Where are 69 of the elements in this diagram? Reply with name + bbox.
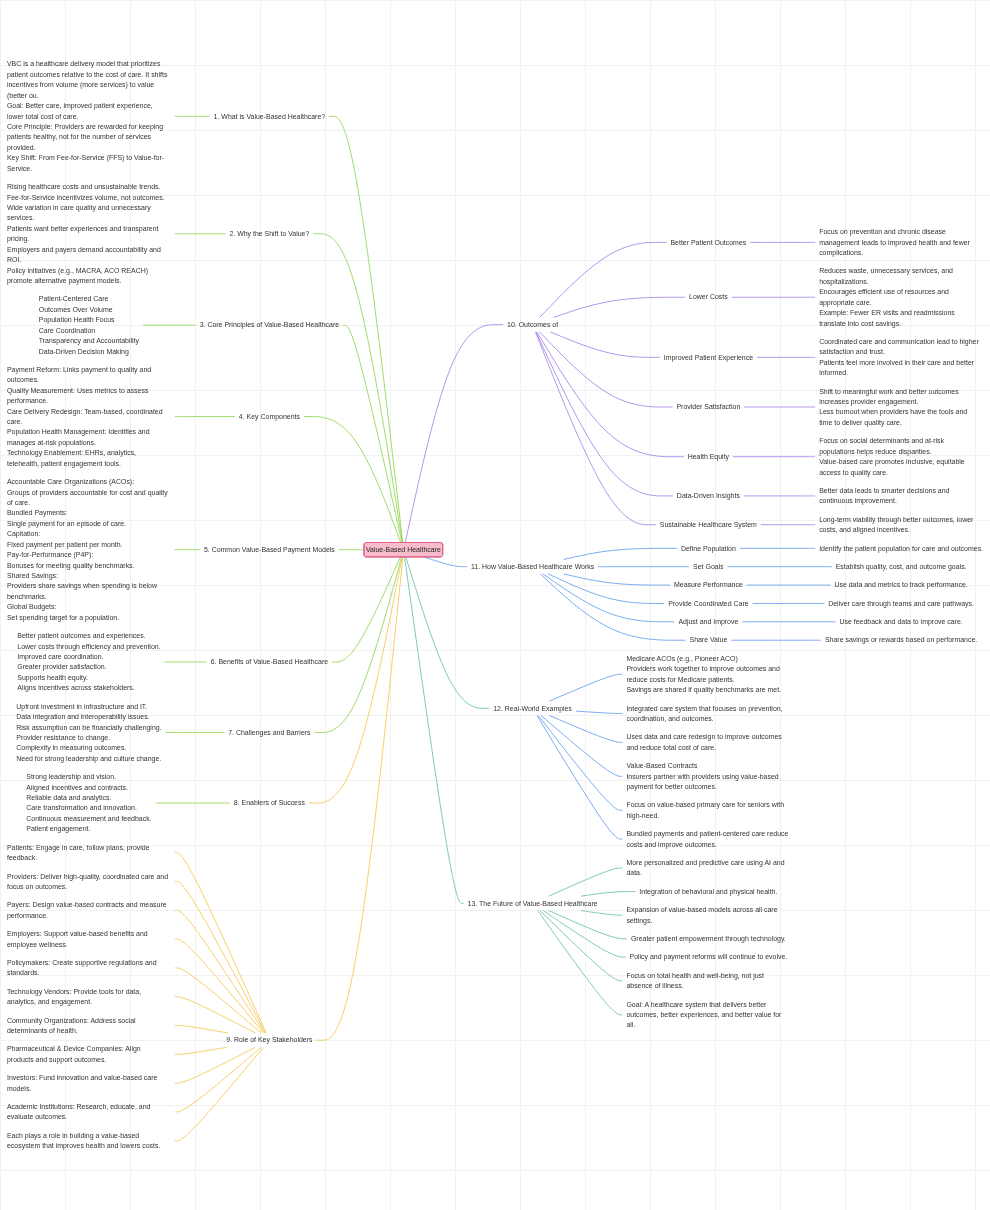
connector bbox=[549, 715, 623, 743]
connector bbox=[547, 573, 665, 604]
connector bbox=[731, 296, 816, 298]
connector bbox=[542, 910, 626, 958]
connector bbox=[174, 881, 266, 1034]
connector bbox=[174, 416, 236, 417]
connector bbox=[539, 241, 667, 318]
connector bbox=[536, 331, 685, 457]
connector bbox=[539, 331, 673, 408]
connector bbox=[760, 524, 816, 526]
connector bbox=[739, 547, 816, 549]
connector bbox=[424, 556, 468, 567]
connector bbox=[732, 456, 816, 457]
connector bbox=[312, 233, 403, 544]
connector bbox=[580, 910, 623, 916]
connector bbox=[342, 324, 403, 544]
connector bbox=[743, 495, 816, 497]
connector bbox=[537, 715, 623, 811]
connector bbox=[328, 115, 404, 544]
connector bbox=[535, 331, 657, 526]
connector bbox=[142, 324, 197, 326]
connector bbox=[174, 996, 256, 1034]
connector bbox=[730, 639, 822, 641]
connector bbox=[174, 233, 226, 235]
connector bbox=[174, 967, 262, 1034]
connector bbox=[741, 621, 836, 623]
connector bbox=[549, 673, 623, 702]
connector bbox=[746, 584, 831, 586]
connector bbox=[405, 556, 490, 709]
connector bbox=[752, 603, 825, 604]
connector bbox=[580, 891, 636, 897]
connector bbox=[597, 566, 690, 567]
connector bbox=[540, 715, 623, 777]
connector bbox=[174, 1046, 264, 1142]
connector bbox=[727, 566, 833, 567]
connector bbox=[553, 296, 686, 318]
connector bbox=[549, 331, 661, 358]
connector bbox=[563, 547, 678, 560]
connector bbox=[174, 115, 210, 117]
connector bbox=[539, 910, 623, 981]
connector bbox=[331, 556, 401, 663]
connector bbox=[314, 556, 402, 733]
connector bbox=[174, 1046, 227, 1055]
connector bbox=[165, 732, 225, 733]
connector bbox=[174, 549, 201, 550]
connector bbox=[542, 573, 675, 623]
connector bbox=[537, 910, 623, 1016]
connector bbox=[756, 356, 816, 358]
connector bbox=[749, 241, 816, 243]
connector bbox=[174, 1046, 256, 1084]
connector bbox=[174, 1025, 229, 1034]
connector bbox=[743, 406, 816, 408]
connector bbox=[575, 710, 623, 714]
connector bbox=[535, 331, 674, 497]
connector bbox=[548, 910, 628, 940]
connector bbox=[540, 573, 686, 641]
connector bbox=[303, 416, 402, 544]
connector bbox=[536, 715, 623, 840]
connector bbox=[308, 556, 403, 804]
connector bbox=[404, 556, 464, 904]
connector bbox=[316, 556, 404, 1041]
connector bbox=[174, 1046, 262, 1113]
connector bbox=[563, 573, 671, 586]
connector bbox=[174, 909, 266, 1034]
connector bbox=[548, 867, 623, 897]
connector bbox=[404, 324, 504, 544]
connector bbox=[174, 852, 267, 1034]
connector bbox=[174, 938, 264, 1034]
connector bbox=[338, 549, 365, 551]
